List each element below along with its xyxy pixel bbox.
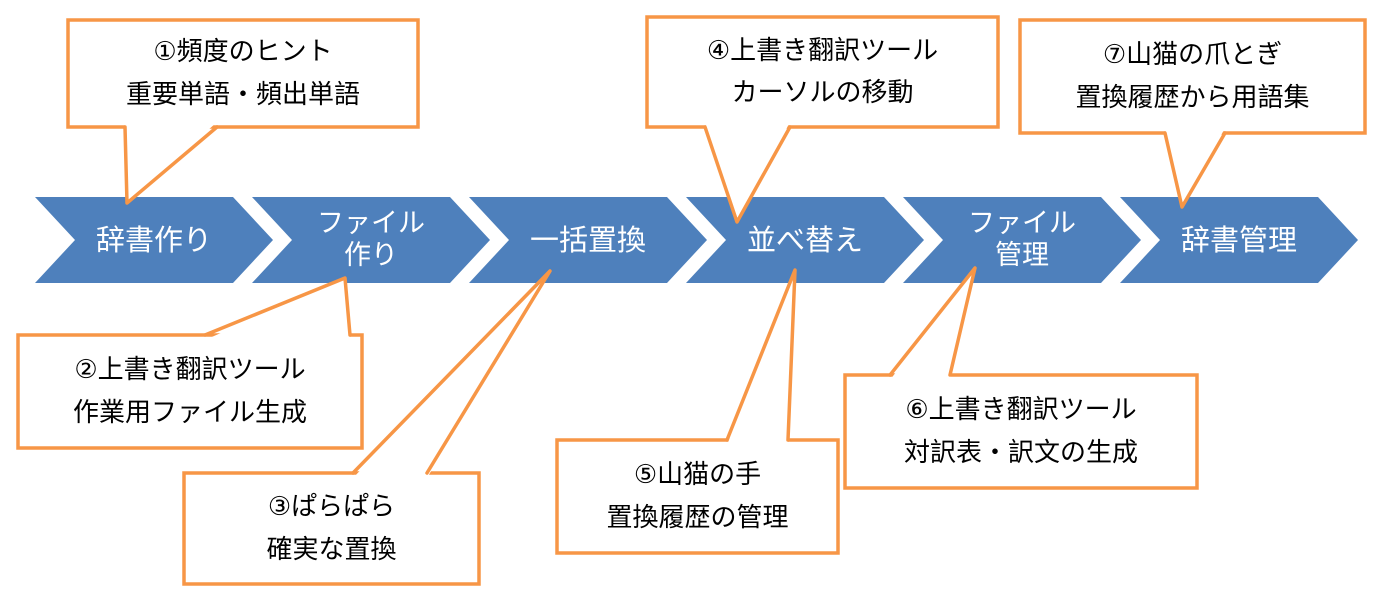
callout-tail-outline-3: [351, 269, 552, 475]
chevron-step-5: [903, 197, 1141, 283]
callout-box-7: [1018, 18, 1367, 135]
callout-box-6: [843, 373, 1199, 490]
callout-tail-outline-6: [888, 266, 977, 377]
callout-box-2: [16, 333, 364, 450]
callout-tail-2: [205, 278, 350, 340]
chevron-step-4: [686, 197, 924, 283]
chevron-step-3: [469, 197, 707, 283]
callout-box-3: [182, 471, 481, 586]
callout-tail-4: [705, 122, 790, 222]
callout-tail-outline-5: [725, 268, 797, 442]
callout-tail-outline-2: [203, 276, 352, 337]
callout-box-5: [555, 438, 840, 555]
chevron-step-6: [1120, 197, 1358, 283]
callout-tail-outline-4: [703, 125, 792, 224]
callout-box-4: [645, 15, 1000, 129]
callout-tail-1: [125, 122, 217, 203]
callout-tail-outline-7: [1163, 131, 1227, 209]
callout-tail-outline-1: [123, 125, 219, 205]
chevron-step-1: [35, 197, 273, 283]
callout-tail-7: [1165, 128, 1225, 207]
callout-box-1: [66, 18, 420, 129]
chevron-step-2: [252, 197, 490, 283]
